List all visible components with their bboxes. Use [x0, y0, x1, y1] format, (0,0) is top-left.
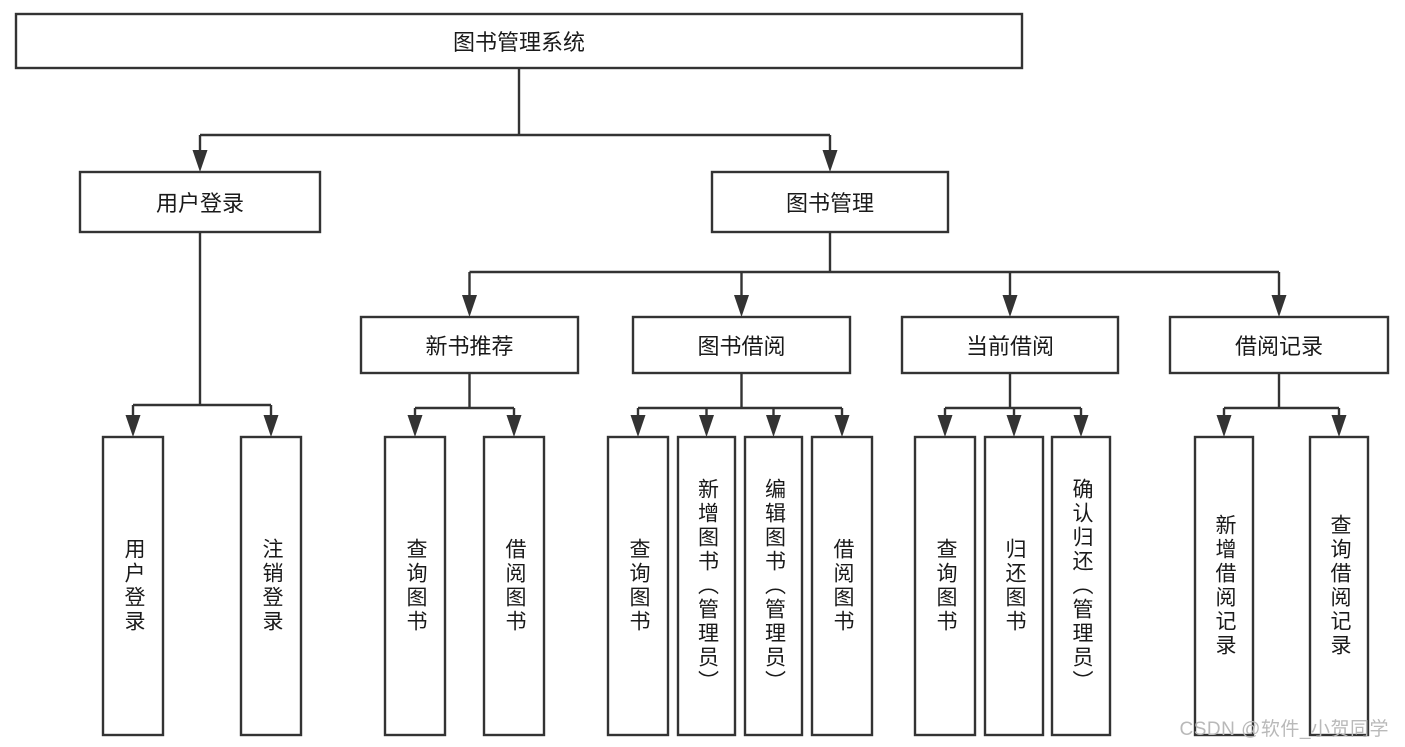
node-box-leaf-add-book[interactable]	[676, 435, 737, 737]
node-box-leaf-query-record[interactable]	[1308, 435, 1370, 737]
edge-group-book-borrow	[630, 373, 850, 437]
node-box-user-login[interactable]	[78, 170, 322, 234]
node-box-leaf-borrow-book-2[interactable]	[810, 435, 874, 737]
node-box-leaf-edit-book[interactable]	[743, 435, 804, 737]
node-box-leaf-confirm-return[interactable]	[1050, 435, 1112, 737]
node-box-current-borrow[interactable]	[900, 315, 1120, 375]
node-box-leaf-query-book-1[interactable]	[383, 435, 447, 737]
node-box-book-manage[interactable]	[710, 170, 950, 234]
node-box-leaf-return-book[interactable]	[983, 435, 1045, 737]
edge-group-user-login	[125, 232, 279, 437]
edge-group-current-borrow	[937, 373, 1089, 437]
node-box-leaf-user-login[interactable]	[101, 435, 165, 737]
edge-group-book-manage	[462, 232, 1287, 317]
edge-group-root	[192, 68, 838, 172]
node-box-book-borrow[interactable]	[631, 315, 852, 375]
node-box-new-book-rec[interactable]	[359, 315, 580, 375]
node-box-leaf-query-book-3[interactable]	[913, 435, 977, 737]
edge-group-new-book-rec	[407, 373, 522, 437]
edge-group-borrow-record	[1216, 373, 1347, 437]
node-layer	[14, 12, 1390, 737]
node-box-leaf-logout[interactable]	[239, 435, 303, 737]
node-box-leaf-borrow-book-1[interactable]	[482, 435, 546, 737]
edge-layer	[125, 68, 1347, 437]
node-box-leaf-query-book-2[interactable]	[606, 435, 670, 737]
node-box-root[interactable]	[14, 12, 1024, 70]
node-box-borrow-record[interactable]	[1168, 315, 1390, 375]
node-box-leaf-add-record[interactable]	[1193, 435, 1255, 737]
